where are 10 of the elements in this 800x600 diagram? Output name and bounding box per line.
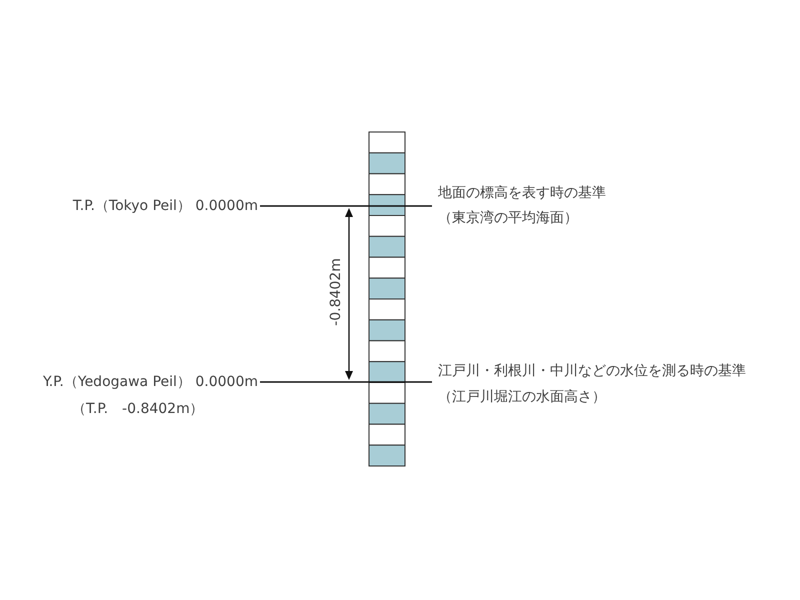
reference-line <box>260 205 432 207</box>
note-text: （T.P. -0.8402m） <box>71 400 205 418</box>
level-label: 江戸川・利根川・中川などの水位を測る時の基準 <box>438 362 746 380</box>
level-label: 地面の標高を表す時の基準 <box>438 184 606 202</box>
note-text: （東京湾の平均海面） <box>438 209 579 227</box>
level-label: Y.P.（Yedogawa Peil） 0.0000m <box>42 373 258 391</box>
level-label: T.P.（Tokyo Peil） 0.0000m <box>72 197 258 215</box>
note-text: （江戸川堀江の水面高さ） <box>438 388 607 406</box>
dimension-label: -0.8402m <box>326 258 345 326</box>
reference-line <box>260 381 432 383</box>
